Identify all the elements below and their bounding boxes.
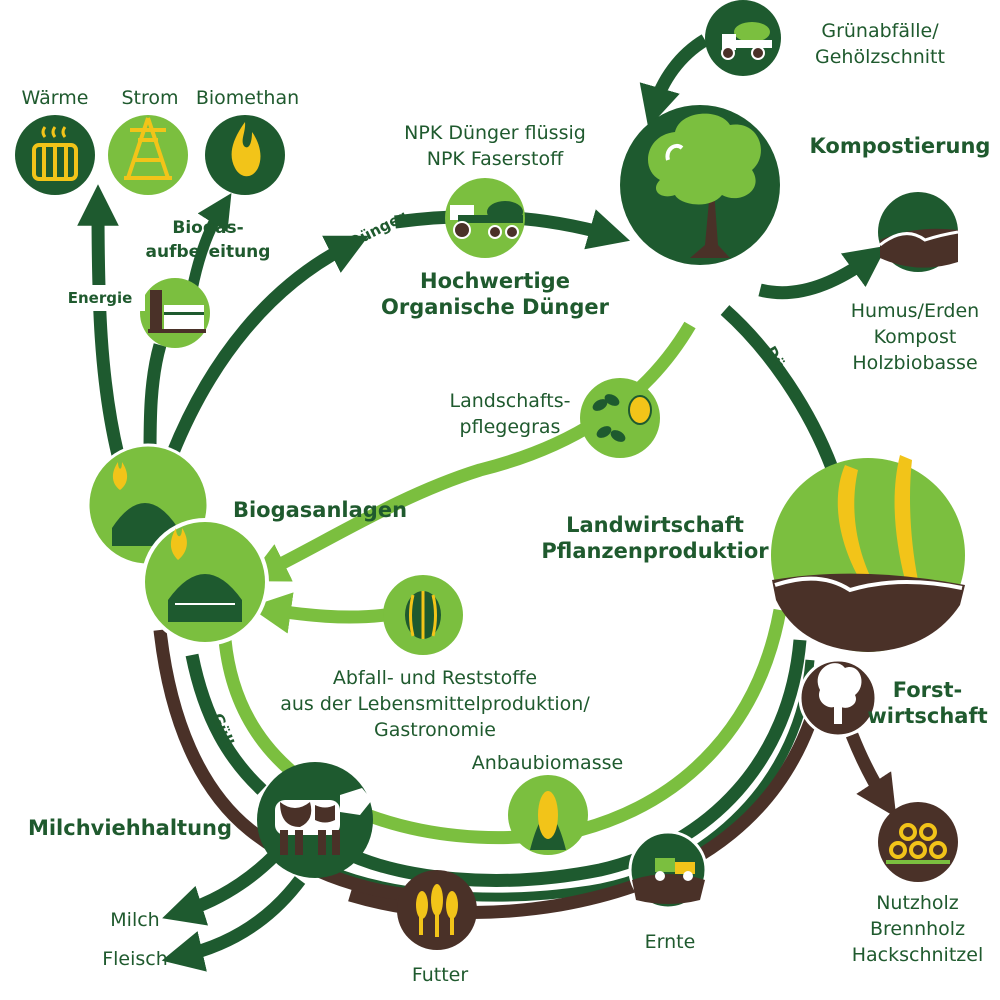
wheat-field-icon xyxy=(772,455,965,652)
label-anbaubiomasse: Anbaubiomasse xyxy=(471,752,624,774)
label-fleisch: Fleisch xyxy=(102,948,168,970)
node-abfall xyxy=(383,575,463,655)
forest-tree-icon xyxy=(817,663,862,724)
label-futter: Futter xyxy=(411,964,469,986)
flow-to-biomethan xyxy=(186,193,232,292)
label-energie: Energie xyxy=(55,285,145,311)
node-landschaft xyxy=(580,378,660,458)
logs-icon xyxy=(886,823,950,864)
label-hochwertige: Hochwertige Organische Dünger xyxy=(381,269,609,319)
label-npk: NPK Dünger flüssig NPK Faserstoff xyxy=(404,122,586,170)
label-waerme: Wärme xyxy=(21,87,89,109)
flow-kompost-humus xyxy=(758,245,887,300)
flow-biogas-upgrade xyxy=(143,343,167,456)
label-biomethan: Biomethan xyxy=(195,87,300,109)
flow-duenger-kompost xyxy=(720,305,839,471)
flow-label-duenger-right: Dünger xyxy=(762,343,809,406)
node-gruenabfaelle xyxy=(705,0,781,76)
flow-abfall-biogas xyxy=(249,592,386,634)
gas-plant-icon xyxy=(148,290,206,333)
label-forst: Forst- wirtschaft xyxy=(867,678,988,728)
biogas-dome-icon xyxy=(168,528,242,622)
node-strom xyxy=(108,115,188,195)
flow-fleisch xyxy=(161,876,306,972)
node-npk xyxy=(445,178,525,258)
label-strom: Strom xyxy=(121,87,179,109)
flow-dark-arc-1 xyxy=(337,639,807,887)
power-pylon-icon xyxy=(124,117,172,180)
label-biogasaufbereitung: Biogas- aufbereitung xyxy=(145,218,271,262)
node-biogasanlagen xyxy=(86,443,269,646)
flow-guelle xyxy=(185,653,267,795)
node-anbaubiomasse xyxy=(508,775,588,855)
flow-milch xyxy=(162,850,280,926)
label-milchvieh: Milchviehhaltung xyxy=(27,816,233,840)
tractor-icon xyxy=(450,201,523,239)
label-gruenabfaelle: Grünabfälle/ Gehölzschnitt xyxy=(815,20,945,68)
flow-gruen-kompost xyxy=(639,34,709,128)
node-biomethan xyxy=(205,115,285,195)
node-landwirtschaft xyxy=(771,455,965,652)
label-biogasanlagen: Biogasanlagen xyxy=(232,498,408,522)
soil-icon xyxy=(879,228,959,268)
label-milch: Milch xyxy=(110,909,160,931)
label-abfall: Abfall- und Reststoffe aus der Lebensmit… xyxy=(280,667,590,741)
cow-icon xyxy=(275,788,372,855)
node-milchvieh xyxy=(257,762,373,878)
leaves-icon xyxy=(592,394,652,442)
node-humus xyxy=(878,192,959,272)
tree-icon xyxy=(648,113,761,258)
flow-forst-nutzholz xyxy=(845,732,897,818)
label-kompostierung: Kompostierung xyxy=(809,134,991,158)
flow-duenger-biogas xyxy=(165,235,369,458)
harvester-icon xyxy=(632,858,705,904)
node-ernte xyxy=(628,830,708,910)
node-biogasaufbereitung xyxy=(140,278,210,348)
label-landwirtschaft: Landwirtschaft Pflanzenproduktior xyxy=(541,513,769,563)
node-kompostierung xyxy=(620,105,780,265)
label-ernte: Ernte xyxy=(644,931,696,953)
flow-anbau-biogas xyxy=(218,608,787,844)
radiator-icon xyxy=(32,126,78,181)
flow-energie xyxy=(77,184,125,457)
label-nutzholz: Nutzholz Brennholz Hackschnitzel xyxy=(851,892,984,966)
flow-brown-forst-futter xyxy=(153,629,411,902)
corn-icon xyxy=(530,791,566,850)
flame-icon xyxy=(231,122,261,177)
biogas-dome-icon xyxy=(112,462,178,546)
label-landschaft: Landschafts- pflegegras xyxy=(449,390,571,438)
node-futter xyxy=(397,870,477,950)
grain-icon xyxy=(416,884,458,937)
label-humus: Humus/Erden Kompost Holzbiobasse xyxy=(850,300,980,374)
truck-icon xyxy=(721,22,772,60)
node-nutzholz xyxy=(878,802,958,882)
flow-label-duenger-top: Dünger xyxy=(346,207,410,252)
node-forst xyxy=(798,658,878,738)
node-waerme xyxy=(15,115,95,195)
watermelon-icon xyxy=(405,591,441,639)
